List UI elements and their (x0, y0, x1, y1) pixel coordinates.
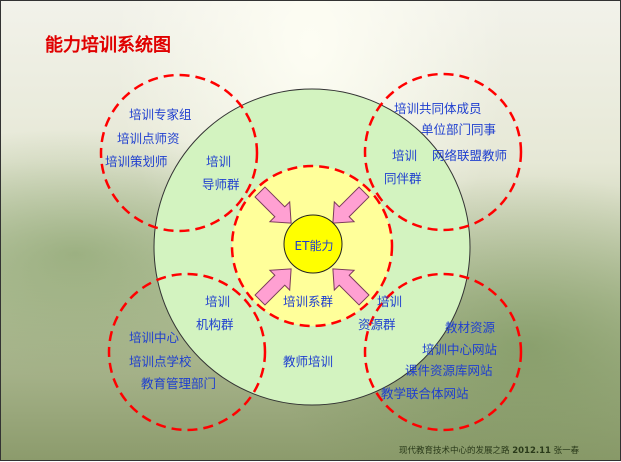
peer-group-label: 同伴群 (384, 171, 422, 186)
bottom-right-item: 培训中心网站 (422, 342, 498, 357)
bottom-left-dashed-circle (107, 272, 267, 432)
resource-group-label: 资源群 (358, 317, 396, 332)
footer-text: 现代教育技术中心的发展之路 (399, 446, 510, 456)
footer-year: 2012.11 (512, 446, 551, 456)
top-right-item: 单位部门同事 (421, 122, 497, 137)
bottom-left-item: 教育管理部门 (141, 376, 217, 391)
institution-group-label: 机构群 (196, 317, 234, 332)
peer-group-label: 培训 (392, 148, 418, 163)
bottom-right-item: 课件资源库网站 (405, 363, 493, 378)
top-left-dashed-circle (99, 73, 259, 233)
center-label: ET能力 (294, 239, 334, 253)
top-right-item: 网络联盟教师 (432, 148, 508, 163)
top-left-item: 培训专家组 (129, 107, 192, 122)
footer-author: 张一春 (553, 446, 580, 456)
mentor-group-label: 培训 (206, 154, 232, 169)
page-title: 能力培训系统图 (45, 35, 171, 56)
arrow-bottom-right (332, 268, 370, 306)
arrow-bottom-left (254, 268, 292, 306)
top-right-dashed-circle (363, 72, 523, 232)
bottom-right-dashed-circle (363, 272, 523, 432)
center-circle (283, 214, 343, 274)
institution-group-label: 培训 (205, 294, 231, 309)
mentor-group-label: 导师群 (202, 177, 240, 192)
teacher-training-label: 教师培训 (283, 354, 334, 369)
top-left-item: 培训策划师 (105, 154, 168, 169)
bottom-right-item: 教学联合体网站 (381, 386, 469, 401)
bottom-right-item: 教材资源 (445, 320, 496, 335)
bottom-left-item: 培训中心 (129, 330, 180, 345)
bottom-left-item: 培训点学校 (129, 354, 192, 369)
footer: 现代教育技术中心的发展之路 2012.11 张一春 (399, 444, 579, 456)
top-right-item: 培训共同体成员 (394, 101, 482, 116)
arrow-top-left (254, 186, 292, 224)
training-system-label: 培训系群 (283, 294, 334, 309)
arrow-top-right (332, 186, 370, 224)
top-left-item: 培训点师资 (117, 131, 180, 146)
resource-group-label: 培训 (377, 294, 403, 309)
